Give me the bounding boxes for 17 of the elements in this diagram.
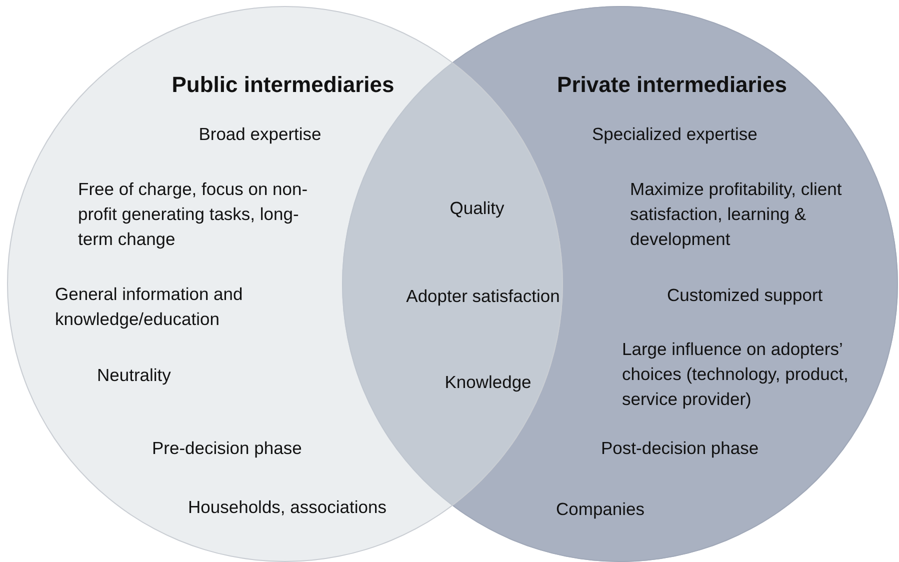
circle-item: Maximize profitability, client satisfaction, learning & development [630,178,843,251]
circle-item: General information and knowledge/education [55,283,244,331]
overlap-label: Adopter satisfaction [406,285,560,308]
overlap-label: Knowledge [444,371,532,394]
circle-item: Pre-decision phase [152,437,303,460]
circle-item: Customized support [667,284,824,307]
circle-item: Companies [556,498,646,521]
circle-heading: Public intermediaries [170,71,396,99]
circle-heading: Private intermediaries [556,71,788,99]
circle-item: Households, associations [188,496,388,519]
circle-item: Free of charge, focus on non-profit generating tasks, long-term change [78,178,309,251]
circle-item: Post-decision phase [601,437,760,460]
circle-item: Large influence on adopters’ choices (technology, product, service provider) [622,338,850,411]
circle-item: Neutrality [97,364,172,387]
circle-item: Specialized expertise [592,123,758,146]
overlap-label: Quality [450,197,504,220]
circle-item: Broad expertise [198,123,322,146]
